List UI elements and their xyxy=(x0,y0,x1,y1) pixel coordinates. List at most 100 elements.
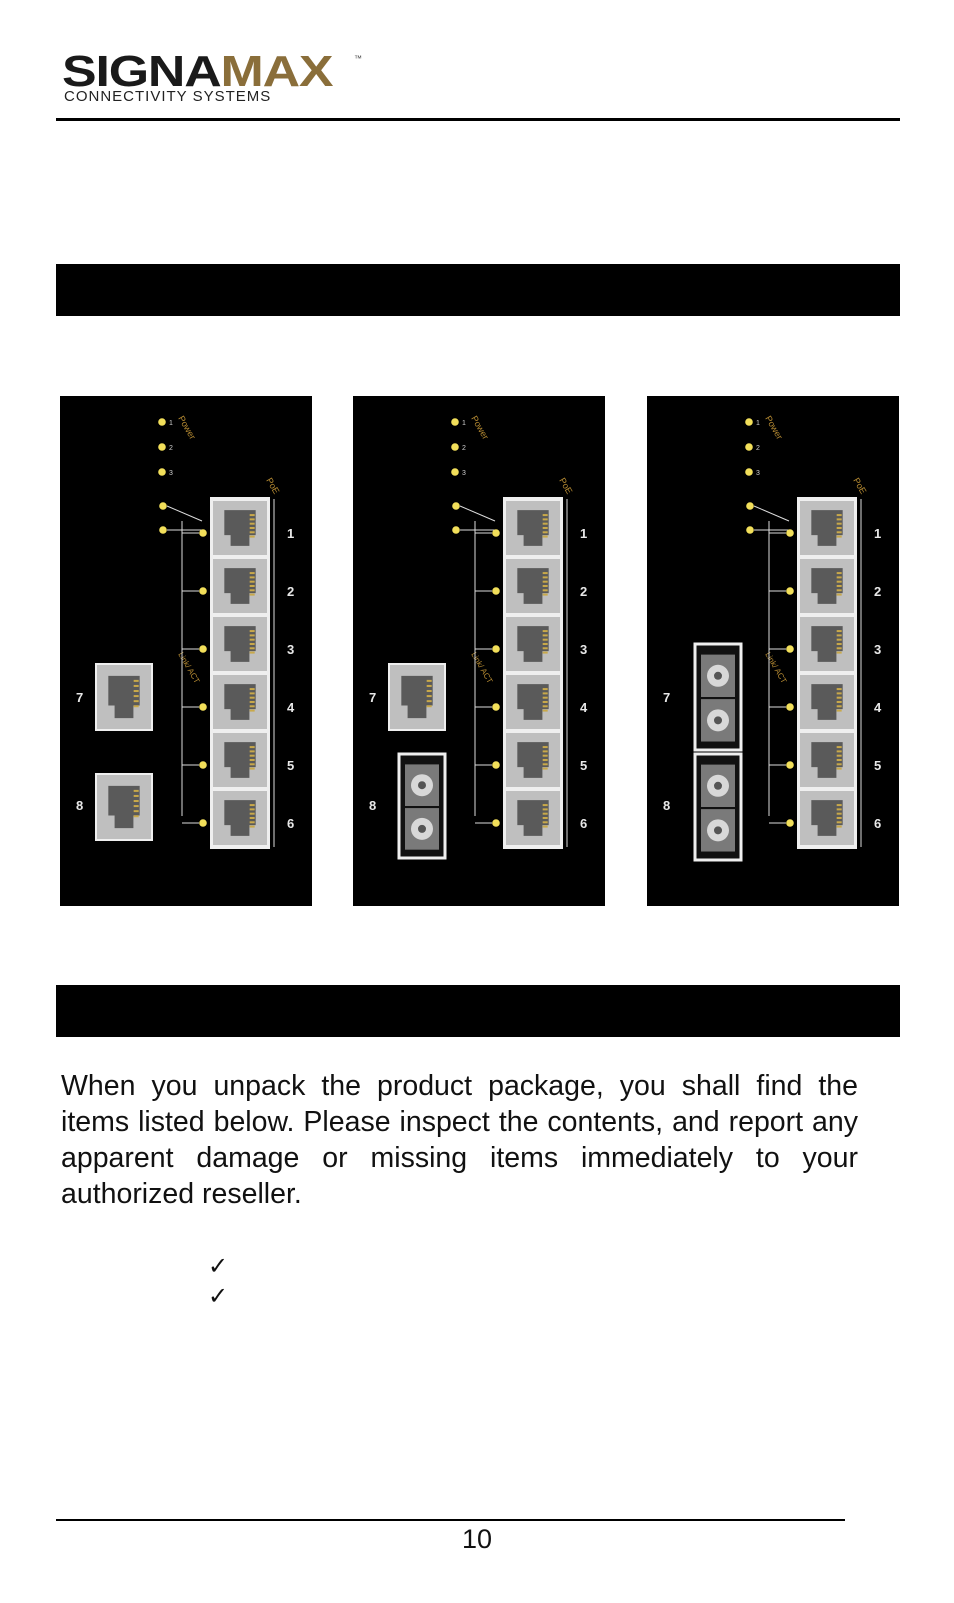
rj45-pin xyxy=(542,518,548,521)
rj45-socket xyxy=(811,626,843,662)
rj45-pin xyxy=(542,531,548,534)
rj45-pin xyxy=(836,584,842,587)
rj45-pin xyxy=(836,825,842,828)
link-act-label: Link/ ACT xyxy=(469,651,494,686)
port-number: 5 xyxy=(580,758,587,773)
rj45-pin xyxy=(133,800,139,803)
rj45-pin xyxy=(426,695,432,698)
rj45-pin xyxy=(249,642,255,645)
rj45-pin xyxy=(542,642,548,645)
port-led-2 xyxy=(492,587,500,595)
rj45-pin xyxy=(249,514,255,517)
port-number: 4 xyxy=(580,700,588,715)
logo-part-max: MAX xyxy=(220,47,334,96)
rj45-pin xyxy=(249,580,255,583)
rj45-pin xyxy=(836,572,842,575)
port-number: 1 xyxy=(287,526,294,541)
port-led-5 xyxy=(786,761,794,769)
rj45-pin xyxy=(836,518,842,521)
uplink-number: 7 xyxy=(369,690,376,705)
fiber-ferrule-core xyxy=(418,824,426,833)
port-led-6 xyxy=(786,819,794,827)
rj45-pin xyxy=(836,593,842,596)
rj45-port-1 xyxy=(504,499,562,557)
rj45-pin xyxy=(836,642,842,645)
rj45-socket xyxy=(224,568,256,604)
port-number: 3 xyxy=(580,642,587,657)
uplink-led xyxy=(159,502,167,510)
power-led xyxy=(158,468,166,476)
port-led-2 xyxy=(199,587,207,595)
rj45-pin xyxy=(249,572,255,575)
rj45-pin xyxy=(542,812,548,815)
uplink-number: 8 xyxy=(369,798,376,813)
rj45-pin xyxy=(249,535,255,538)
rj45-pin xyxy=(542,808,548,811)
uplink-port-8 xyxy=(95,773,153,841)
rj45-pin xyxy=(249,589,255,592)
port-led-4 xyxy=(492,703,500,711)
footer-rule xyxy=(56,1519,845,1521)
port-led-5 xyxy=(199,761,207,769)
rj45-socket xyxy=(517,800,549,836)
rj45-pin xyxy=(836,746,842,749)
rj45-socket xyxy=(811,510,843,546)
signamax-logo: SIGNAMAX ™ CONNECTIVITY SYSTEMS xyxy=(62,50,392,112)
uplink-port-7 xyxy=(693,642,743,752)
rj45-pin xyxy=(426,705,432,708)
rj45-pin xyxy=(249,705,255,708)
uplink-port-7 xyxy=(388,663,446,731)
uplink-port-7 xyxy=(95,663,153,731)
rj45-pin xyxy=(133,705,139,708)
rj45-socket xyxy=(224,510,256,546)
port-number: 6 xyxy=(287,816,294,831)
rj45-pin xyxy=(249,816,255,819)
rj45-pin xyxy=(542,700,548,703)
port-number: 1 xyxy=(580,526,587,541)
rj45-socket xyxy=(108,675,140,719)
rj45-port-6 xyxy=(504,789,562,847)
rj45-pin xyxy=(249,696,255,699)
rj45-port-4 xyxy=(798,673,856,731)
rj45-pin xyxy=(249,692,255,695)
rj45-pin xyxy=(542,593,548,596)
rj45-pin xyxy=(249,688,255,691)
port-number: 3 xyxy=(287,642,294,657)
led-leader-line xyxy=(166,505,203,522)
port-number: 3 xyxy=(874,642,881,657)
rj45-pin xyxy=(836,535,842,538)
port-led-3 xyxy=(492,645,500,653)
section-heading-bar-2 xyxy=(56,985,900,1037)
rj45-pin xyxy=(542,692,548,695)
uplink-port-8 xyxy=(693,752,743,862)
led-leader-line xyxy=(753,505,790,522)
fiber-ferrule-core xyxy=(714,781,722,790)
check-mark-1: ✓ xyxy=(208,1253,229,1280)
rj45-pin xyxy=(836,576,842,579)
rj45-socket xyxy=(224,800,256,836)
power-led-number: 2 xyxy=(462,445,466,452)
rj45-pin xyxy=(133,815,139,818)
rj45-pin xyxy=(249,709,255,712)
rj45-pin xyxy=(133,810,139,813)
uplink-led xyxy=(746,502,754,510)
rj45-pin xyxy=(836,767,842,770)
poe-label: PoE xyxy=(557,476,574,496)
rj45-socket xyxy=(517,742,549,778)
poe-label: PoE xyxy=(264,476,281,496)
rj45-pin xyxy=(133,684,139,687)
rj45-pin xyxy=(542,634,548,637)
rj45-pin xyxy=(249,750,255,753)
rj45-pin xyxy=(836,647,842,650)
rj45-pin xyxy=(836,812,842,815)
rj45-socket xyxy=(811,568,843,604)
power-led xyxy=(745,443,753,451)
rj45-pin xyxy=(836,692,842,695)
rj45-port-3 xyxy=(798,615,856,673)
power-label: Power xyxy=(469,414,490,441)
power-led xyxy=(451,443,459,451)
rj45-pin xyxy=(249,584,255,587)
rj45-pin xyxy=(249,531,255,534)
